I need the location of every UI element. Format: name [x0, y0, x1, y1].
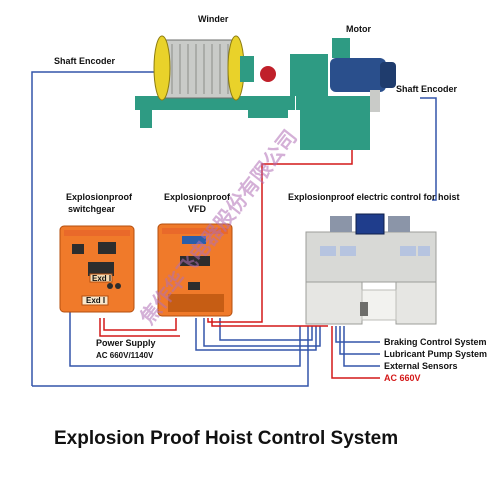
- diagram-title: Explosion Proof Hoist Control System: [54, 428, 398, 449]
- control-desk: [305, 213, 437, 325]
- control-desk-label: Explosionproof electric control for hois…: [288, 192, 460, 202]
- exd-plate-switchgear: Exd I: [86, 296, 105, 305]
- power-supply-label: Power Supply: [96, 338, 156, 348]
- blue-wires: [31, 71, 437, 387]
- shaft-encoder-right-label: Shaft Encoder: [396, 84, 458, 94]
- red-wires: [99, 150, 380, 379]
- motor-label: Motor: [346, 24, 371, 34]
- braking-label: Braking Control System: [384, 337, 487, 347]
- switchgear-cabinet: [59, 225, 135, 313]
- shaft-encoder-left-label: Shaft Encoder: [54, 56, 116, 66]
- vfd-cabinet: [157, 223, 233, 317]
- switchgear-label-line2: switchgear: [68, 204, 116, 214]
- lubricant-label: Lubricant Pump System: [384, 349, 487, 359]
- winder: [135, 35, 295, 128]
- switchgear-label-line1: Explosionproof: [66, 192, 133, 202]
- vfd-label-line2: VFD: [188, 204, 207, 214]
- power-supply-voltage-label: AC 660V/1140V: [96, 351, 154, 360]
- exd-plate-vfd: Exd I: [92, 274, 111, 283]
- sensors-label: External Sensors: [384, 361, 458, 371]
- motor: [290, 38, 396, 150]
- vfd-label-line1: Explosionproof: [164, 192, 231, 202]
- winder-label: Winder: [198, 14, 229, 24]
- ac660-label: AC 660V: [384, 373, 421, 383]
